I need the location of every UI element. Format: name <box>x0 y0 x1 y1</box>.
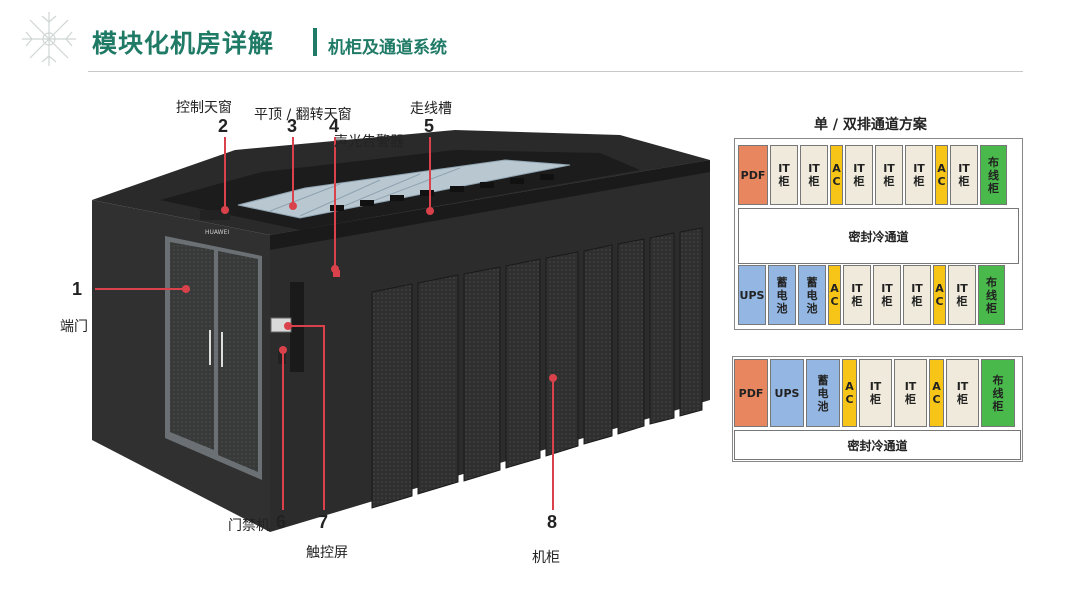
cabinet-it: IT 柜 <box>873 265 901 325</box>
cold-aisle-single-label: 密封冷通道 <box>847 438 908 453</box>
callout-2-number: 2 <box>218 116 229 136</box>
svg-text:HUAWEI: HUAWEI <box>205 229 229 236</box>
modular-datacenter-illustration: HUAWEI <box>92 130 710 532</box>
cabinet-it: IT 柜 <box>903 265 931 325</box>
cabinet-ac: A C <box>929 359 944 427</box>
callout-4-label: 声光告警器 <box>334 134 404 150</box>
callout-2-label: 控制天窗 <box>176 100 232 116</box>
snowflake-logo-icon <box>22 12 76 66</box>
cabinet-wiring: 布 线 柜 <box>981 359 1015 427</box>
cabinet-it: IT 柜 <box>946 359 979 427</box>
cabinet-it: IT 柜 <box>770 145 798 205</box>
page-subtitle: 机柜及通道系统 <box>328 38 447 58</box>
callout-1-number: 1 <box>72 279 83 299</box>
double-row-frame <box>734 138 1023 330</box>
header-divider <box>88 71 1023 72</box>
diagram-title: 单 / 双排通道方案 <box>814 117 927 133</box>
cabinet-ac: A C <box>933 265 946 325</box>
cabinet-wiring: 布 线 柜 <box>980 145 1007 205</box>
page-title: 模块化机房详解 <box>92 29 275 58</box>
callout-3-label: 平顶 / 翻转天窗 <box>254 107 352 123</box>
cabinet-ac: A C <box>830 145 843 205</box>
single-row-frame <box>732 356 1023 462</box>
alarm-light <box>333 270 340 277</box>
cabinet-ac: A C <box>935 145 948 205</box>
cabinet-ups: UPS <box>770 359 804 427</box>
callout-7-number: 7 <box>318 512 329 532</box>
cabinet-ac: A C <box>842 359 857 427</box>
cabinet-wiring: 布 线 柜 <box>978 265 1005 325</box>
cabinet-it: IT 柜 <box>859 359 892 427</box>
callout-5-label: 走线槽 <box>410 101 452 117</box>
cabinet-ac: A C <box>828 265 841 325</box>
callout-7-label: 触控屏 <box>306 545 348 561</box>
cabinet-ups: 蓄 电 池 <box>798 265 826 325</box>
cabinet-it: IT 柜 <box>948 265 976 325</box>
cold-aisle-double-label: 密封冷通道 <box>848 229 909 244</box>
callout-8-label: 机柜 <box>532 550 560 566</box>
title-separator <box>313 28 317 56</box>
callout-5-number: 5 <box>424 116 435 136</box>
callout-4-number: 4 <box>329 116 340 136</box>
cabinet-ups: 蓄 电 池 <box>806 359 840 427</box>
cabinet-it: IT 柜 <box>905 145 933 205</box>
cabinet-ups: UPS <box>738 265 766 325</box>
cabinet-it: IT 柜 <box>875 145 903 205</box>
callout-leader-lines <box>95 137 557 510</box>
cabinet-it: IT 柜 <box>845 145 873 205</box>
cabinet-pdf: PDF <box>734 359 768 427</box>
cold-aisle-double: 密封冷通道 <box>738 208 1019 264</box>
cabinet-pdf: PDF <box>738 145 768 205</box>
cabinet-ups: 蓄 电 池 <box>768 265 796 325</box>
cabinet-it: IT 柜 <box>950 145 978 205</box>
callout-6-label: 门禁机 <box>228 518 270 534</box>
cabinet-it: IT 柜 <box>843 265 871 325</box>
callout-3-number: 3 <box>287 116 298 136</box>
cabinet-it: IT 柜 <box>800 145 828 205</box>
cold-aisle-single: 密封冷通道 <box>734 430 1021 460</box>
callout-6-number: 6 <box>276 512 287 532</box>
cabinet-it: IT 柜 <box>894 359 927 427</box>
callout-1-label: 端门 <box>60 319 88 335</box>
callout-8-number: 8 <box>547 512 558 532</box>
